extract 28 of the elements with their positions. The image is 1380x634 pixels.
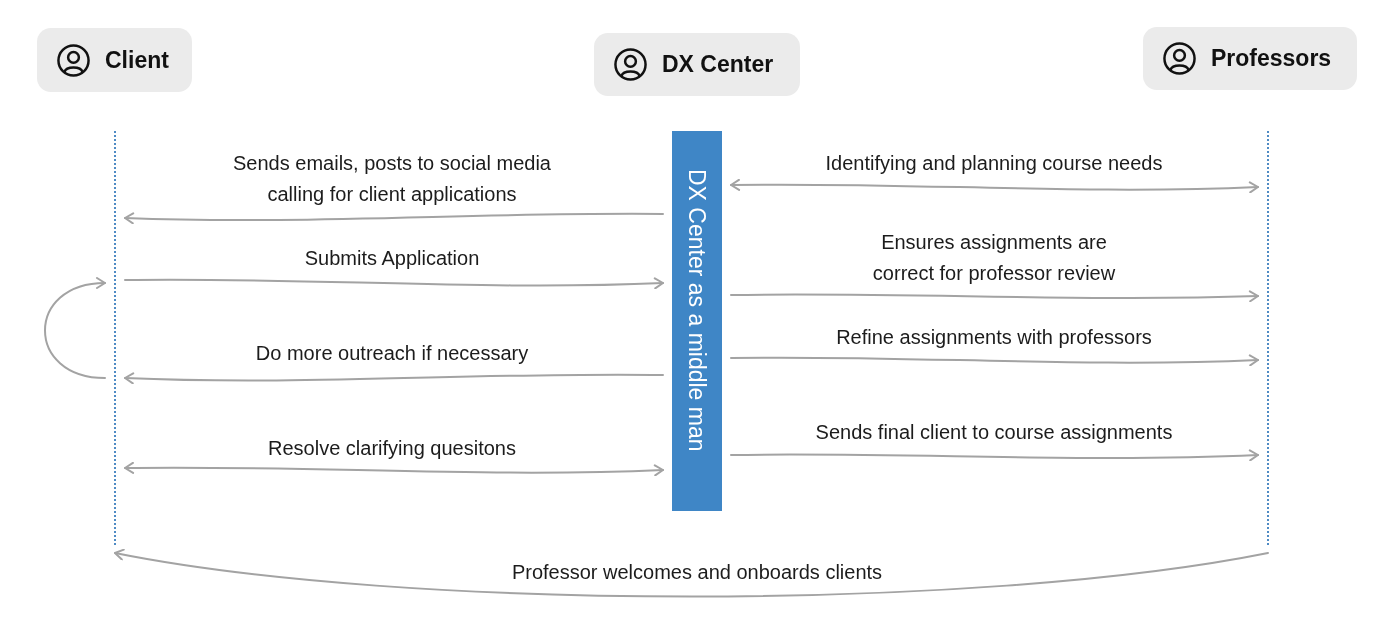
message-label: Submits Application xyxy=(303,246,481,271)
participant-card xyxy=(37,28,192,92)
curved-arrow xyxy=(114,548,1269,598)
participant-card xyxy=(594,33,800,96)
arrow xyxy=(124,372,664,385)
activation-bar: DX Center as a middle man xyxy=(672,131,722,511)
message-label: Do more outreach if necessary xyxy=(254,341,530,366)
arrow xyxy=(124,212,664,225)
participant-name: Professors xyxy=(1211,45,1332,72)
message-label: Identifying and planning course needs xyxy=(824,151,1164,176)
message-label: Refine assignments with professors xyxy=(835,325,1153,350)
message-label: Resolve clarifying quesitons xyxy=(267,436,517,461)
arrow xyxy=(124,277,664,290)
message-label: Professor welcomes and onboards clients xyxy=(510,560,884,585)
participant-card xyxy=(1143,27,1357,90)
lifeline xyxy=(114,131,116,545)
lifeline xyxy=(1267,131,1269,545)
message-label: Sends final client to course assignments xyxy=(814,420,1174,445)
loop-arrow xyxy=(44,277,106,379)
participant-name: Client xyxy=(105,46,169,74)
arrow xyxy=(124,461,664,477)
arrow xyxy=(730,178,1259,194)
arrow xyxy=(730,290,1259,303)
arrow xyxy=(730,449,1259,462)
arrow xyxy=(730,354,1259,367)
participant-name: DX Center xyxy=(662,51,774,78)
message-label: Ensures assignments are correct for professor review xyxy=(871,230,1117,286)
message-label: Sends emails, posts to social media calling for client applications xyxy=(232,151,552,207)
